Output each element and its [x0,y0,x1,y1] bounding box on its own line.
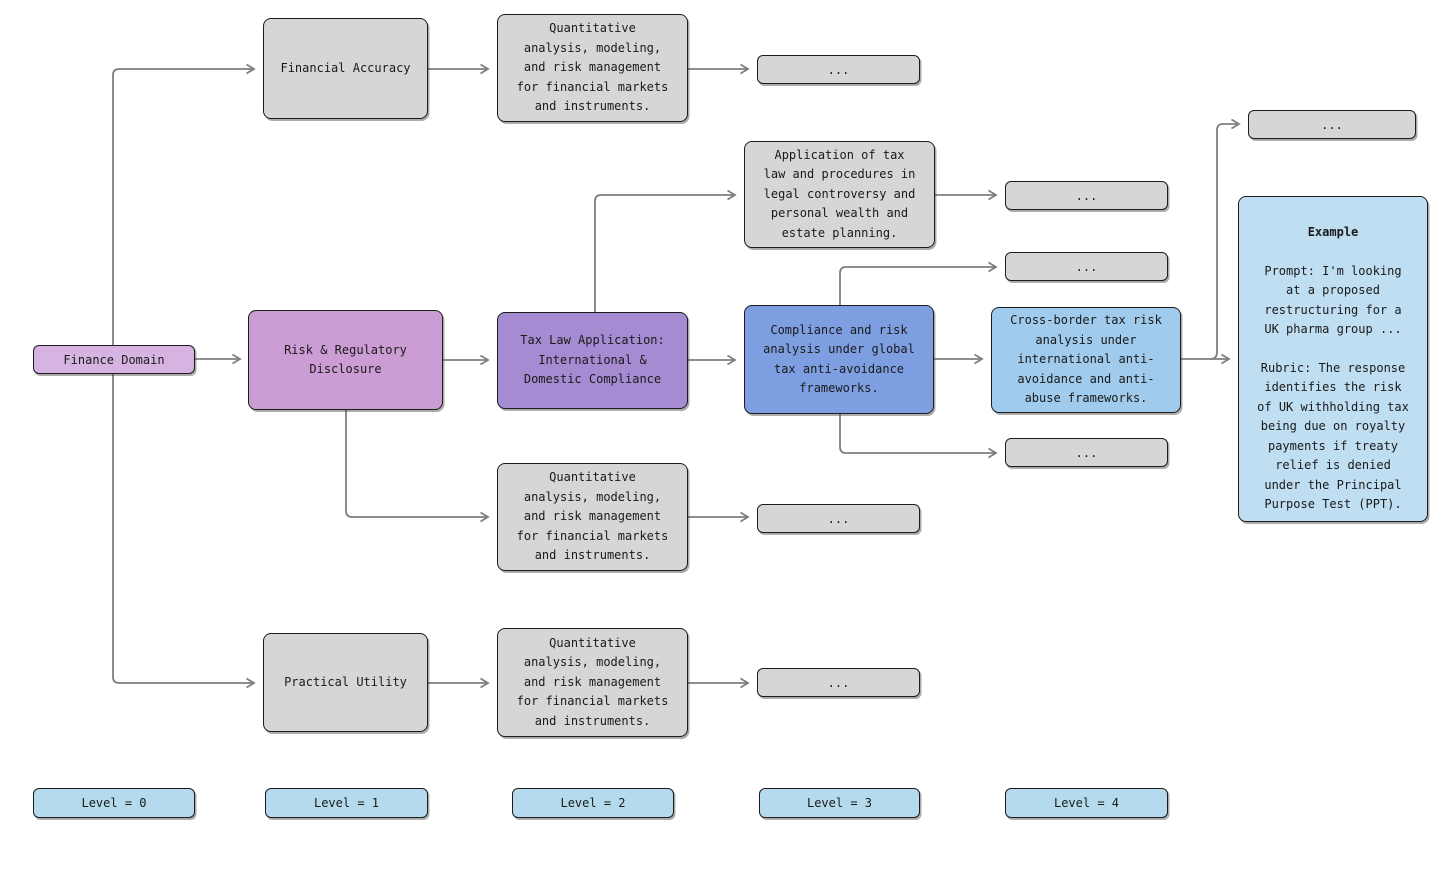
example-prompt: Prompt: I'm looking at a proposed restru… [1264,263,1402,337]
node-application-tax: Application of tax law and procedures in… [744,141,935,248]
node-compliance: Compliance and risk analysis under globa… [744,305,934,414]
legend-level-3-label: Level = 3 [806,796,873,810]
node-quant-middle-label: Quantitative analysis, modeling, and ris… [516,470,669,563]
node-financial-accuracy: Financial Accuracy [263,18,428,119]
legend-level-0: Level = 0 [33,788,195,818]
node-ellipsis-compliance-upper-label: ... [1075,259,1098,274]
node-ellipsis-application-label: ... [1075,188,1098,203]
node-ellipsis-financial-label: ... [827,62,850,77]
example-title: Example [1307,225,1359,239]
legend-level-0-label: Level = 0 [81,796,147,810]
example-rubric: Rubric: The response identifies the risk… [1257,360,1409,512]
node-example: Example Prompt: I'm looking at a propose… [1238,196,1428,522]
legend-level-2: Level = 2 [512,788,674,818]
edge-compliance-to-ellipsis-upper [839,261,998,305]
edge-compliance-to-ellipsis-lower [839,414,998,459]
node-financial-accuracy-label: Financial Accuracy [280,60,411,75]
node-quant-bottom-label: Quantitative analysis, modeling, and ris… [516,635,669,728]
node-tax-law: Tax Law Application: International & Dom… [497,312,688,409]
legend-level-1-label: Level = 1 [313,796,380,810]
node-risk-regulatory-label: Risk & Regulatory Disclosure [284,342,407,377]
edge-risk-to-quant-middle [345,410,490,523]
node-cross-border: Cross-border tax risk analysis under int… [991,307,1181,413]
node-quant-bottom: Quantitative analysis, modeling, and ris… [497,628,688,737]
node-ellipsis-compliance-upper: ... [1005,252,1168,281]
node-finance-domain: Finance Domain [33,345,195,374]
node-cross-border-label: Cross-border tax risk analysis under int… [1010,313,1162,406]
node-finance-domain-label: Finance Domain [63,352,165,367]
node-tax-law-label: Tax Law Application: International & Dom… [520,333,665,387]
node-ellipsis-practical-label: ... [827,675,850,690]
legend-level-1: Level = 1 [265,788,428,818]
node-ellipsis-quant-middle-label: ... [827,511,850,526]
node-practical-utility: Practical Utility [263,633,428,732]
node-ellipsis-application: ... [1005,181,1168,210]
node-ellipsis-financial: ... [757,55,920,84]
node-quant-middle: Quantitative analysis, modeling, and ris… [497,463,688,571]
edge-finance-to-financial-accuracy [112,63,256,345]
node-quant-top: Quantitative analysis, modeling, and ris… [497,14,688,122]
legend-level-3: Level = 3 [759,788,920,818]
node-ellipsis-cross-border-label: ... [1321,117,1343,132]
edge-cross-border-to-ellipsis-top [1209,118,1241,360]
node-ellipsis-quant-middle: ... [757,504,920,533]
node-quant-top-label: Quantitative analysis, modeling, and ris… [516,21,669,114]
legend-level-4: Level = 4 [1005,788,1168,818]
node-ellipsis-compliance-lower: ... [1005,438,1168,467]
node-ellipsis-cross-border: ... [1248,110,1416,139]
node-application-tax-label: Application of tax law and procedures in… [763,147,916,240]
legend-level-4-label: Level = 4 [1053,796,1120,810]
edge-tax-law-to-application-tax [594,189,737,312]
node-compliance-label: Compliance and risk analysis under globa… [763,322,915,396]
legend-level-2-label: Level = 2 [560,796,626,810]
node-risk-regulatory: Risk & Regulatory Disclosure [248,310,443,410]
node-ellipsis-compliance-lower-label: ... [1075,445,1098,460]
node-practical-utility-label: Practical Utility [284,674,407,689]
node-ellipsis-practical: ... [757,668,920,697]
edge-finance-to-practical-utility [112,374,256,689]
